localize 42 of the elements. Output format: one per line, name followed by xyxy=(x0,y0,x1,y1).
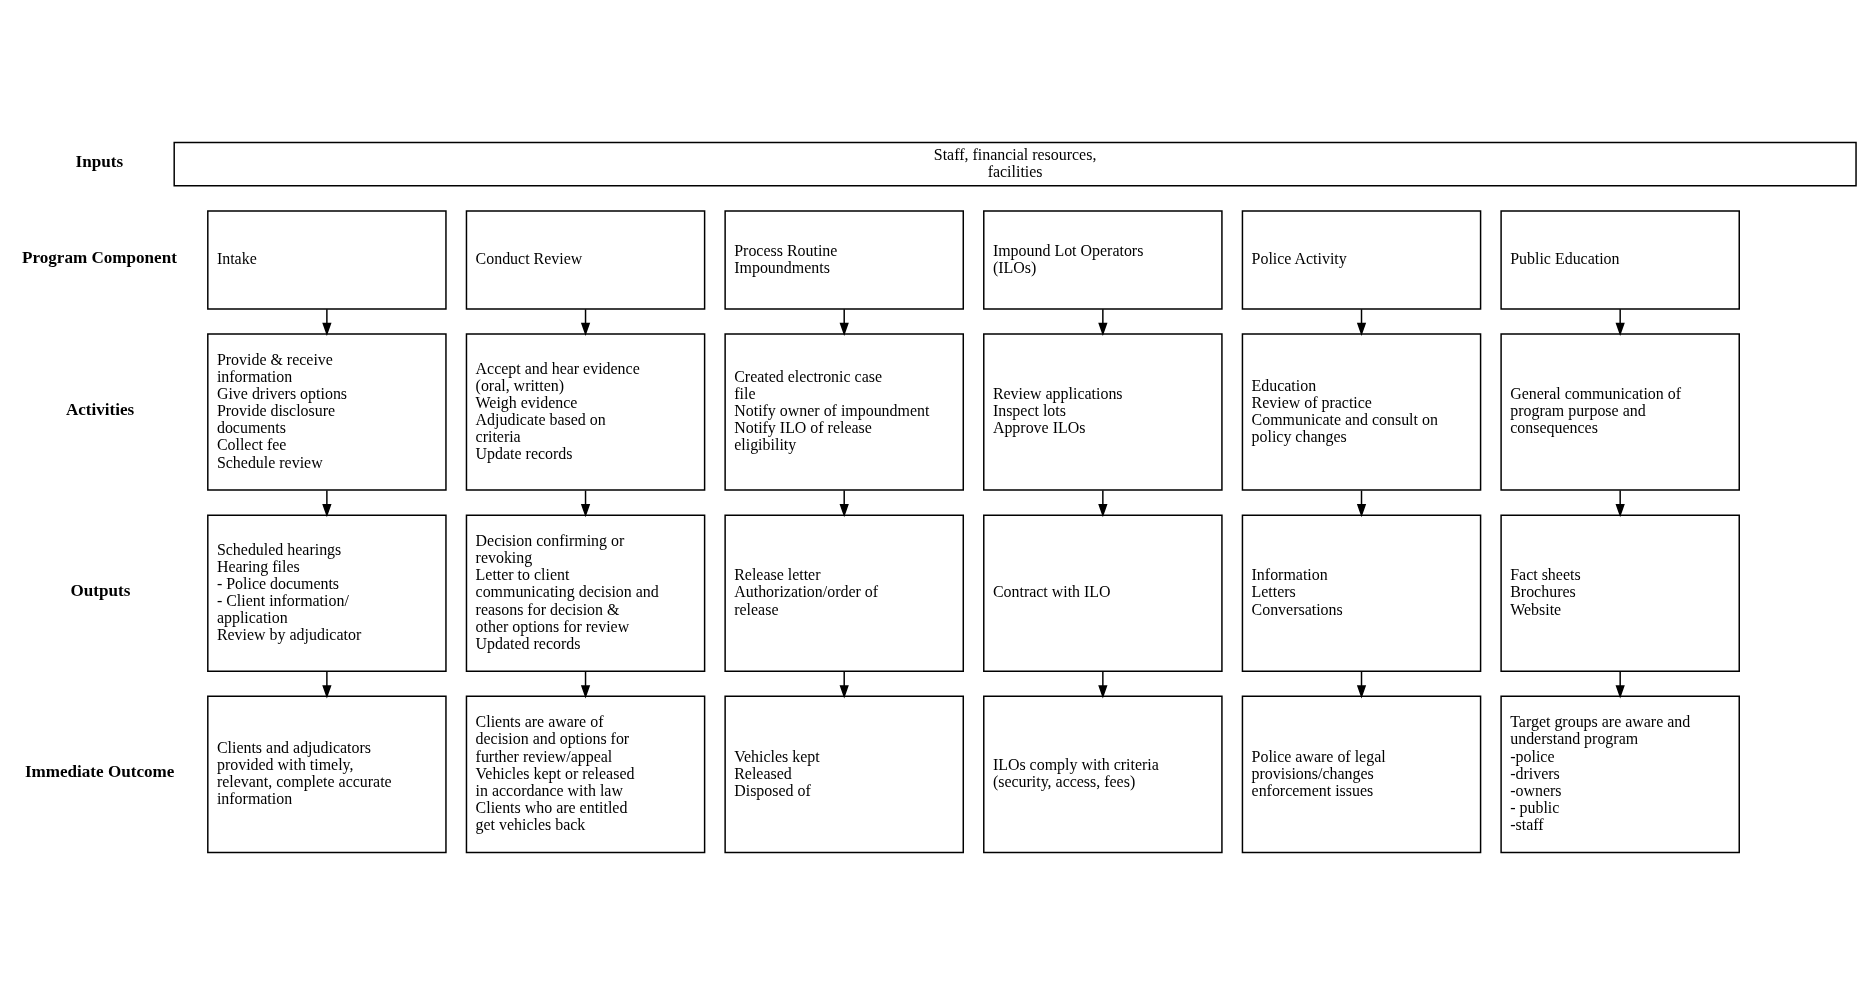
arrow xyxy=(322,308,332,337)
node-box: Education Review of practice Communicate and consult on policy changes xyxy=(1241,333,1482,491)
node-box: Scheduled hearings Hearing files - Police documents - Client information/ application Review by adjudicator xyxy=(207,514,447,672)
node-box: Target groups are aware and understand program -police -drivers -owners - public -staff xyxy=(1500,695,1740,854)
arrow xyxy=(839,489,849,518)
node-box: General communication of program purpose and consequences xyxy=(1500,333,1740,491)
arrow xyxy=(322,671,332,699)
node-box: Decision confirming or revoking Letter to client communicating decision and reasons for decision & other options for review Updated records xyxy=(465,514,706,672)
arrow xyxy=(1615,489,1625,518)
node-box: Release letter Authorization/order of release xyxy=(724,514,964,672)
node-box: Fact sheets Brochures Website xyxy=(1500,514,1740,672)
node-box: Vehicles kept Released Disposed of xyxy=(724,695,964,854)
node-box: Conduct Review xyxy=(465,210,706,310)
arrow xyxy=(1098,489,1108,518)
arrow xyxy=(1615,671,1625,699)
arrow xyxy=(1098,308,1108,337)
label: Inputs xyxy=(75,152,124,172)
node-box: Review applications Inspect lots Approve ILOs xyxy=(983,333,1223,491)
node-box: Created electronic case file Notify owner of impoundment Notify ILO of release eligibility xyxy=(724,333,964,491)
node-box: Public Education xyxy=(1500,210,1740,310)
label: Activities xyxy=(65,399,135,419)
node-box: Accept and hear evidence (oral, written) Weigh evidence Adjudicate based on criteria Update records xyxy=(465,333,706,491)
node-box: Police aware of legal provisions/changes enforcement issues xyxy=(1241,695,1482,854)
node-box: Contract with ILO xyxy=(983,514,1223,672)
node-box: Intake xyxy=(207,210,447,310)
node-box: Impound Lot Operators (ILOs) xyxy=(983,210,1223,310)
label: Immediate Outcome xyxy=(24,762,175,782)
label: Outputs xyxy=(70,581,131,601)
label: Program Component xyxy=(22,247,177,267)
node-box: Process Routine Impoundments xyxy=(724,210,964,310)
arrow xyxy=(839,308,849,337)
node-box: Provide & receive information Give drivers options Provide disclosure documents Collect fee Schedule review xyxy=(207,333,447,491)
arrow xyxy=(839,671,849,699)
arrow xyxy=(1098,671,1108,699)
node-box: ILOs comply with criteria (security, access, fees) xyxy=(983,695,1223,854)
node-box: Police Activity xyxy=(1241,210,1482,310)
node-box: Information Letters Conversations xyxy=(1241,514,1482,672)
node-box: Staff, financial resources, facilities xyxy=(173,141,1857,187)
node-box: Clients and adjudicators provided with timely, relevant, complete accurate information xyxy=(207,695,447,854)
arrow xyxy=(322,489,332,518)
arrow xyxy=(1615,308,1625,337)
node-box: Clients are aware of decision and options for further review/appeal Vehicles kept or released in accordance with law Clients who are entitled get vehicles back xyxy=(465,695,706,854)
